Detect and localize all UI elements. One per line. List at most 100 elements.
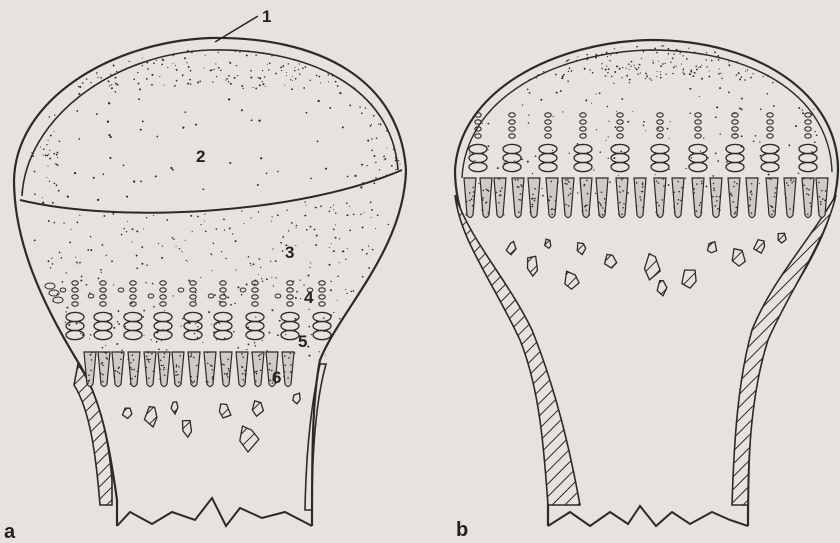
stipple-dot [111,87,113,89]
stipple-dot [803,178,805,180]
stipple-dot [668,53,670,55]
stipple-dot [306,205,307,206]
chondrocyte-small [509,113,515,117]
stipple-dot [24,87,26,89]
chondrocyte-small [657,134,663,138]
stipple-dot [739,78,741,80]
stipple-dot [529,79,530,80]
chondrocyte-small [287,281,293,285]
stipple-dot [337,199,339,201]
chondrocyte-large [246,312,264,321]
stipple-dot [514,179,516,181]
stipple-dot [108,80,110,82]
stipple-dot [248,256,250,258]
stipple-dot [728,61,729,62]
stipple-dot [540,45,541,46]
stipple-dot [337,300,338,301]
chondrocyte-large [726,153,744,162]
stipple-dot [151,84,153,86]
stipple-dot [367,140,369,142]
stipple-dot [714,51,716,53]
stipple-dot [494,46,496,48]
stipple-dot [52,105,54,107]
stipple-dot [688,48,689,49]
stipple-dot [103,173,105,175]
stipple-dot [63,222,64,223]
chondrocyte-large [799,153,817,162]
stipple-dot [807,213,809,215]
stipple-dot [541,188,542,189]
stipple-dot [640,199,642,201]
stipple-dot [20,135,21,136]
bone-trabecula [293,393,300,404]
stipple-dot [593,169,594,170]
stipple-dot [365,79,367,81]
chondrocyte-small [319,288,325,292]
stipple-dot [48,343,49,344]
stipple-dot [187,82,189,84]
stipple-dot [228,98,230,100]
stipple-dot [719,68,720,69]
stipple-dot [190,215,192,217]
stipple-dot [679,53,680,54]
stipple-dot [115,77,117,79]
stipple-dot [260,370,262,372]
stipple-dot [62,281,64,283]
chondrocyte-large [66,330,84,339]
stipple-dot [472,205,474,207]
stipple-dot [521,159,523,161]
chondrocyte-small [45,283,55,289]
stipple-dot [166,349,167,350]
stipple-dot [330,289,332,291]
stipple-dot [211,324,212,325]
stipple-dot [76,110,78,112]
chondrocyte-small [100,288,106,292]
stipple-dot [696,69,698,71]
stipple-dot [192,382,194,384]
stipple-dot [207,381,209,383]
stipple-dot [320,82,321,83]
stipple-dot [474,160,475,161]
stipple-dot [394,77,396,79]
bone-trabecula [754,240,765,253]
stipple-dot [535,155,537,157]
chondrocyte-small [580,127,586,131]
metaphyseal-spike [672,178,684,218]
stipple-dot [271,277,272,278]
stipple-dot [354,175,356,177]
panel-b-inner-contour [462,50,832,178]
stipple-dot [819,196,821,198]
stipple-dot [790,45,791,46]
stipple-dot [798,73,800,75]
stipple-dot [732,201,734,203]
stipple-dot [740,76,742,78]
stipple-dot [34,239,36,241]
stipple-dot [751,77,752,78]
stipple-dot [685,168,686,169]
stipple-dot [45,351,47,353]
stipple-dot [381,62,383,64]
stipple-dot [28,148,29,149]
stipple-dot [619,191,621,193]
panel-a-ossification-boundary [20,170,402,213]
stipple-dot [352,52,353,53]
stipple-dot [82,334,84,336]
stipple-dot [507,45,508,46]
stipple-dot [530,206,532,208]
stipple-dot [577,143,579,145]
stipple-dot [814,141,816,143]
stipple-dot [713,190,715,192]
stipple-dot [693,192,695,194]
stipple-dot [349,206,350,207]
stipple-dot [568,195,570,197]
stipple-dot [584,68,586,70]
stipple-dot [834,45,836,47]
stipple-dot [197,337,199,339]
chondrocyte-small [72,281,78,285]
stipple-dot [119,372,121,374]
stipple-dot [263,51,264,52]
chondrocyte-large [761,162,779,171]
stipple-dot [713,188,715,190]
stipple-dot [269,332,271,334]
stipple-dot [386,89,388,91]
